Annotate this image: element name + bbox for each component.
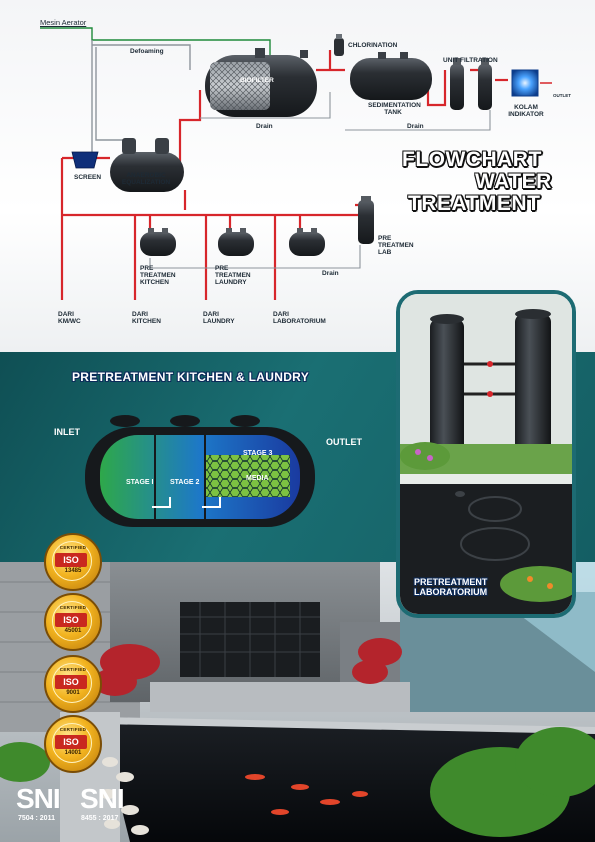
stage-1-label: STAGE I [126,479,154,486]
label-dari-kitchen: DARI KITCHEN [132,311,161,325]
iso-45001-badge: CERTIFIED ISO 45001 [44,593,102,651]
lab-photo-card: PRETREATMENT LABORATORIUM [396,290,576,618]
label-anaerobic: ANAEROBIC EQUALIZATION [121,172,171,186]
screen-unit [71,151,99,169]
badge-number: 14001 [64,750,82,756]
badge-cert-text: CERTIFIED [59,605,87,610]
label-screen: SCREEN [74,174,102,181]
pre-lab-unit [358,196,374,244]
pre-kitchen-tank [140,228,176,256]
label-drain-2: Drain [407,123,424,130]
badge-number: 13485 [64,568,82,574]
drain-lines [149,92,491,269]
title-line-3: TREATMENT [408,192,541,215]
label-chlorination: CHLORINATION [348,42,398,49]
title-line-1: FLOWCHART [402,148,542,171]
label-dari-km: DARI KM/WC [58,311,81,325]
iso-13485-badge: CERTIFIED ISO 13485 [44,533,102,591]
label-outlet-small: OUTLET [553,93,571,98]
anaerobic-tank [110,138,184,192]
inlet-label: INLET [54,427,80,437]
kolam-indikator [511,69,552,97]
label-unit-filtration: UNIT FILTRATION [443,57,498,64]
iso-14001-badge: CERTIFIED ISO 14001 [44,715,102,773]
pre-lab-tank [289,228,325,256]
label-mesin-aerator: Mesin Aerator [40,18,87,27]
koi-fish [245,774,368,815]
badge-iso-text: ISO [55,553,87,567]
label-drain-3: Drain [322,270,339,277]
flowchart-diagram [40,27,552,300]
sni-number-1: 7504 : 2011 [18,815,55,822]
label-biofilter: BIOFILTER [240,77,274,84]
sni-mark-1: SNI [16,783,61,814]
red-plants [93,638,402,696]
flowchart-section: Mesin Aerator Defoaming BIOFILTER CHLORI… [0,0,595,352]
biofilter-tank [205,48,317,117]
lab-caption: PRETREATMENT LABORATORIUM [414,577,488,597]
label-defoaming: Defoaming [130,48,164,55]
stage-2-label: STAGE 2 [170,479,200,486]
pebbles [100,757,149,835]
pretreatment-title: PRETREATMENT KITCHEN & LAUNDRY [72,370,309,384]
label-drain-1: Drain [256,123,273,130]
badge-cert-text: CERTIFIED [59,545,87,550]
sni-number-2: 8455 : 2017 [81,815,119,822]
lab-photo [400,294,572,614]
badge-number: 9001 [66,690,80,696]
stage-3-label: STAGE 3 [243,450,273,457]
chlorination-unit [334,34,344,56]
iso-9001-badge: CERTIFIED ISO 9001 [44,655,102,713]
label-pre-lab: PRE TREATMEN LAB [378,235,414,256]
media-label: MEDIA [246,475,269,482]
green-plants [0,727,595,837]
label-pre-kitchen: PRE TREATMEN KITCHEN [140,265,176,286]
badge-iso-text: ISO [55,613,87,627]
sni-mark-2: SNI [80,783,125,814]
outlet-label: OUTLET [326,437,362,447]
sedimentation-tank [350,52,432,100]
title-line-2: WATER [475,170,552,193]
filtration-units [450,58,492,110]
label-dari-lab: DARI LABORATORIUM [273,311,326,325]
badge-iso-text: ISO [55,675,87,689]
label-kolam-indikator: KOLAM INDIKATOR [508,104,544,118]
pretreatment-tank [85,415,315,527]
label-pre-laundry: PRE TREATMEN LAUNDRY [215,265,251,286]
aerator-line [40,27,271,165]
badge-iso-text: ISO [55,735,87,749]
pre-laundry-tank [218,228,254,256]
label-sedimentation: SEDIMENTATION TANK [368,102,421,116]
badge-cert-text: CERTIFIED [59,727,87,732]
label-dari-laundry: DARI LAUNDRY [203,311,235,325]
badge-cert-text: CERTIFIED [59,667,87,672]
badge-number: 45001 [64,628,82,634]
